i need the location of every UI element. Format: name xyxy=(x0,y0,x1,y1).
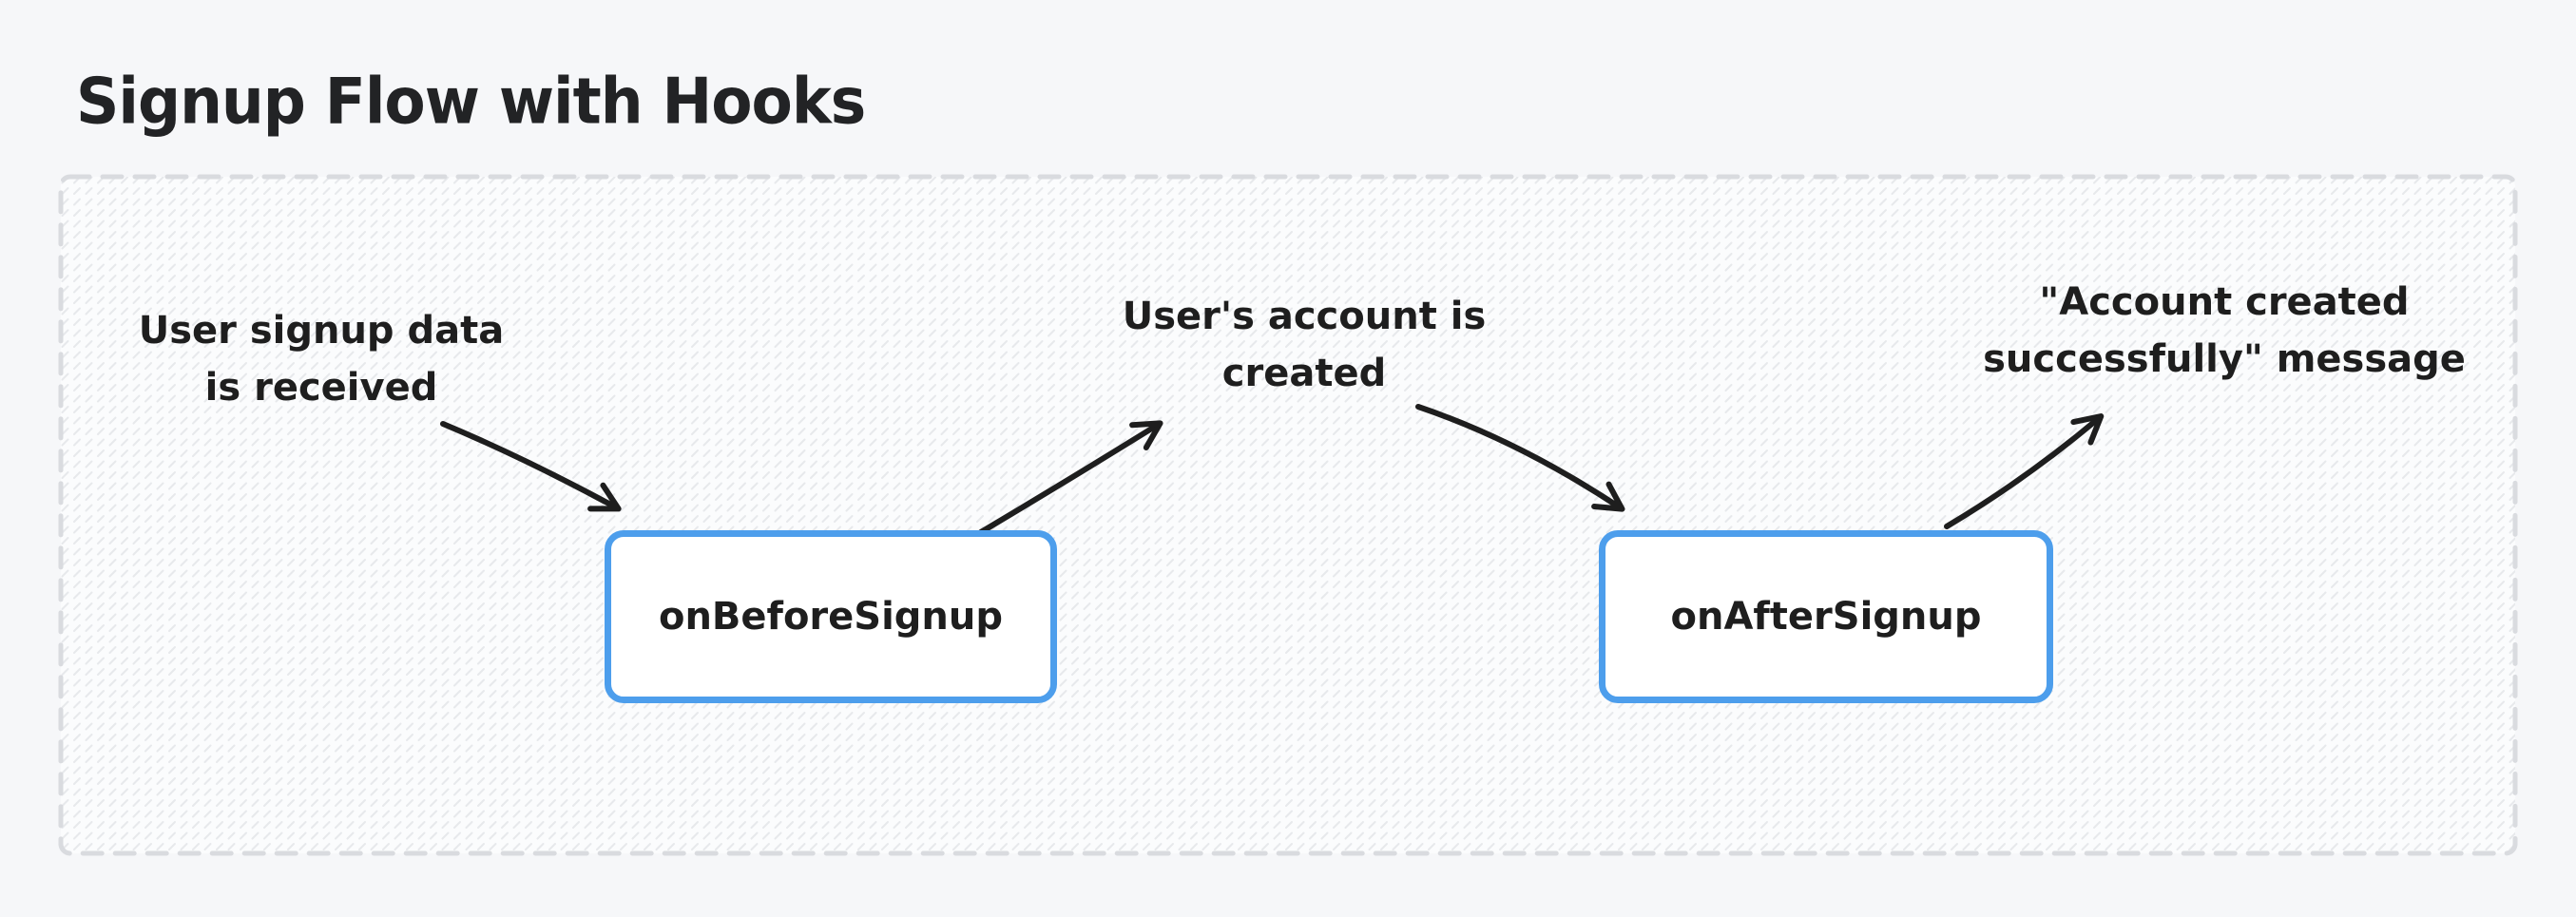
annotation-account-created-line-1: User's account is xyxy=(1122,295,1487,338)
annotation-signup-data-line-1: User signup data xyxy=(138,309,505,353)
arrow-onbeforesignup-to-account-created xyxy=(978,420,1163,535)
arrow-account-created-to-onaftersignup xyxy=(1415,404,1625,512)
node-onaftersignup-label: onAfterSignup xyxy=(1670,595,1982,639)
arrow-signup-data-to-onbeforesignup xyxy=(440,421,622,512)
annotation-success-message: "Account created successfully" message xyxy=(1949,274,2500,388)
annotation-account-created: User's account is created xyxy=(1067,288,1542,402)
annotation-signup-data-line-2: is received xyxy=(204,366,438,410)
annotation-account-created-line-2: created xyxy=(1221,352,1387,395)
node-onbeforesignup: onBeforeSignup xyxy=(605,530,1057,703)
annotation-signup-data: User signup data is received xyxy=(93,302,549,416)
annotation-success-message-line-1: "Account created xyxy=(2039,280,2410,324)
diagram-title: Signup Flow with Hooks xyxy=(76,65,866,139)
annotation-success-message-line-2: successfully" message xyxy=(1983,337,2466,381)
canvas-dashed-border xyxy=(58,174,2518,856)
arrow-onaftersignup-to-success-message xyxy=(1944,413,2105,529)
node-onbeforesignup-label: onBeforeSignup xyxy=(658,595,1004,639)
node-onaftersignup: onAfterSignup xyxy=(1599,530,2053,703)
